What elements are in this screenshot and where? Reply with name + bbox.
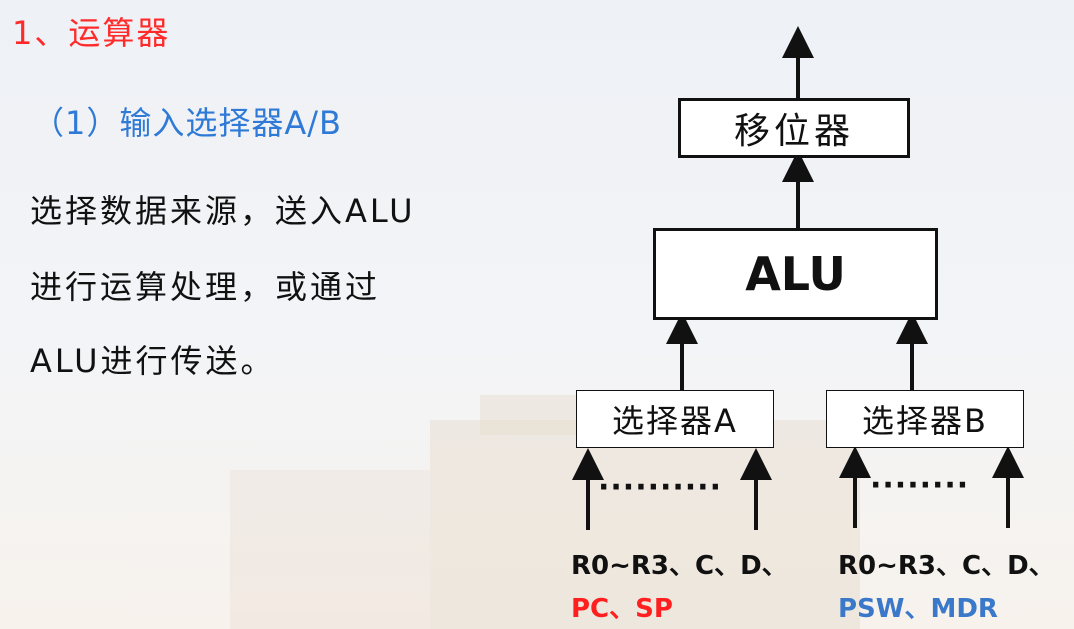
background-building bbox=[230, 470, 430, 629]
alu-box: ALU bbox=[653, 228, 938, 320]
selector-a-box: 选择器A bbox=[576, 390, 774, 448]
background-building bbox=[480, 395, 590, 435]
subtitle: （1）输入选择器A/B bbox=[32, 104, 342, 142]
shifter-label: 移位器 bbox=[733, 111, 854, 152]
selector-a-sources-line2: PC、SP bbox=[571, 594, 673, 624]
background-building bbox=[430, 420, 860, 629]
selector-b-box: 选择器B bbox=[826, 390, 1024, 448]
body-text-line: 进行运算处理，或通过 bbox=[30, 268, 381, 306]
selector-b-label: 选择器B bbox=[862, 402, 988, 440]
selector-a-ellipsis: ·········· bbox=[598, 470, 722, 505]
body-text-line: 选择数据来源，送入ALU bbox=[30, 192, 416, 230]
shifter-box: 移位器 bbox=[678, 98, 910, 158]
selector-a-sources-line1: R0~R3、C、D、 bbox=[571, 551, 788, 581]
section-title: 1、运算器 bbox=[12, 14, 171, 52]
body-text-line: ALU进行传送。 bbox=[30, 342, 276, 380]
selector-a-label: 选择器A bbox=[612, 402, 738, 440]
alu-label: ALU bbox=[745, 247, 846, 301]
selector-b-sources-line2: PSW、MDR bbox=[838, 594, 998, 624]
selector-b-sources-line1: R0~R3、C、D、 bbox=[838, 551, 1055, 581]
selector-b-ellipsis: ········ bbox=[870, 468, 970, 503]
